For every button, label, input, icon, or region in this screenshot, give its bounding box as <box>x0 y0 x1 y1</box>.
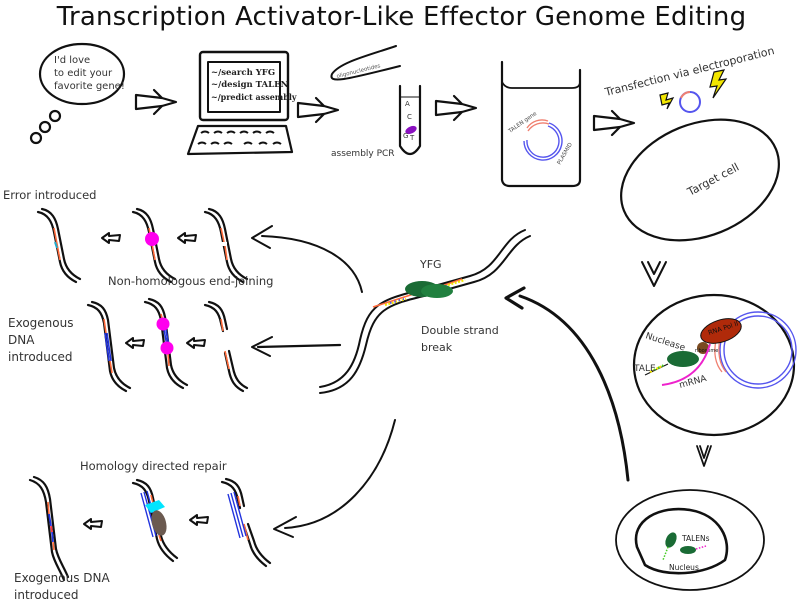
assembly-pcr-label: assembly PCR <box>331 149 395 159</box>
hdr-polymerase-icon <box>151 510 167 536</box>
yfg-label: YFG <box>419 258 442 271</box>
nhej-step-arrow-2-icon <box>177 232 197 244</box>
tube-letter-t: T <box>409 134 415 142</box>
error-introduced-label: Error introduced <box>3 188 96 202</box>
flow-arrow-4-icon <box>592 109 636 137</box>
talen-gene-label: TALEN gene <box>507 111 539 136</box>
thought-line-1: I'd love <box>54 55 90 66</box>
nhej-exogenous-line1: Exogenous <box>8 316 73 330</box>
target-cell-label: Target cell <box>684 161 741 199</box>
tale-label: TALE <box>633 364 656 374</box>
nhej-arrow-1-icon <box>251 225 363 293</box>
dsb-label-line2: break <box>421 341 453 354</box>
ribosome-icon <box>697 342 709 354</box>
nhej-arrow-2-icon <box>251 336 342 357</box>
plasmid-label: PLASMID <box>557 142 574 166</box>
dna-blob-icon <box>405 125 417 135</box>
nhej-exogenous-line3: introduced <box>8 350 72 364</box>
talen-right-icon <box>680 546 696 554</box>
talen-protein-icon <box>667 351 699 367</box>
nucleus-cell: TALENs Nucleus <box>615 489 765 591</box>
pcr-tube-icon: A C G T <box>398 84 422 156</box>
repair-enzyme-bottom-icon <box>160 341 174 355</box>
nucleus-label: Nucleus <box>669 563 699 572</box>
dsb-label-line1: Double strand <box>421 324 499 337</box>
computer-command-1: ~/search YFG <box>211 68 275 78</box>
rna-polymerase-icon <box>700 318 742 344</box>
thought-line-3: favorite gene! <box>54 81 125 92</box>
hdr-step-arrow-2-icon <box>189 514 209 526</box>
nhej-step-arrow-4-icon <box>186 337 206 349</box>
nuclease-label: Nuclease <box>644 331 687 353</box>
dna-enzyme-repair <box>131 207 177 284</box>
computer-icon: ~/search YFG ~/design TALEN ~/predict as… <box>186 50 297 156</box>
computer-command-3: ~/predict assembly <box>211 92 297 102</box>
hdr-protein-cyan-icon <box>145 500 165 513</box>
nhej-step-arrow-3-icon <box>125 337 145 349</box>
repair-enzyme-top-icon <box>156 317 170 331</box>
plasmid-circle-icon <box>679 91 701 113</box>
dna-hdr-synthesis <box>131 478 179 563</box>
hdr-label: Homology directed repair <box>80 459 227 473</box>
dna-exogenous-ligation <box>143 297 189 390</box>
down-arrow-1-icon <box>641 261 667 287</box>
transfection-label: Transfection via electroporation <box>603 44 776 99</box>
repair-enzyme-icon <box>145 232 159 246</box>
computer-command-2: ~/design TALEN <box>211 80 289 90</box>
dna-error-introduced <box>36 207 82 284</box>
tube-letter-c: C <box>407 113 412 121</box>
dna-exogenous-inserted <box>86 300 132 393</box>
hdr-outcome-line1: Exogenous DNA <box>14 571 110 585</box>
hdr-step-arrow-1-icon <box>83 518 103 530</box>
expression-cell: RNA Pol II ribosome Nuclease TALE mRNA <box>632 293 797 437</box>
dna-cut-2 <box>203 300 249 393</box>
lightning-bolt-left-icon <box>659 92 675 110</box>
dna-hdr-template <box>220 477 272 568</box>
thought-bubble: I'd love to edit your favorite gene! <box>29 42 126 145</box>
hdr-outcome-line2: introduced <box>14 588 78 602</box>
diagram-title: Transcription Activator-Like Effector Ge… <box>56 2 747 32</box>
mrna-label: mRNA <box>678 374 708 391</box>
flow-arrow-2-icon <box>296 96 340 124</box>
oligonucleotide-tube-icon: oligonucleotides <box>330 45 401 81</box>
lightning-bolt-right-icon <box>709 69 728 99</box>
nhej-exogenous-line2: DNA <box>8 333 35 347</box>
return-arrow-icon <box>504 286 630 482</box>
flow-arrow-3-icon <box>434 94 478 122</box>
talen-nuclease-right-icon <box>421 284 453 298</box>
hdr-arrow-icon <box>273 419 396 538</box>
nhej-step-arrow-1-icon <box>101 232 121 244</box>
flow-arrow-1-icon <box>134 88 178 116</box>
nhej-label: Non-homologous end-joining <box>108 274 273 288</box>
target-gene-dna: YFG Double strand break <box>319 229 531 394</box>
down-arrow-2-icon <box>696 445 712 467</box>
beaker-icon: TALEN gene PLASMID <box>500 60 582 188</box>
thought-line-2: to edit your <box>54 68 113 79</box>
tube-letter-a: A <box>405 100 410 108</box>
tube-letter-g: G <box>403 132 408 140</box>
dna-hdr-result <box>28 475 70 582</box>
dna-cut <box>203 207 249 284</box>
talens-label: TALENs <box>681 534 710 543</box>
talen-left-icon <box>665 532 677 548</box>
